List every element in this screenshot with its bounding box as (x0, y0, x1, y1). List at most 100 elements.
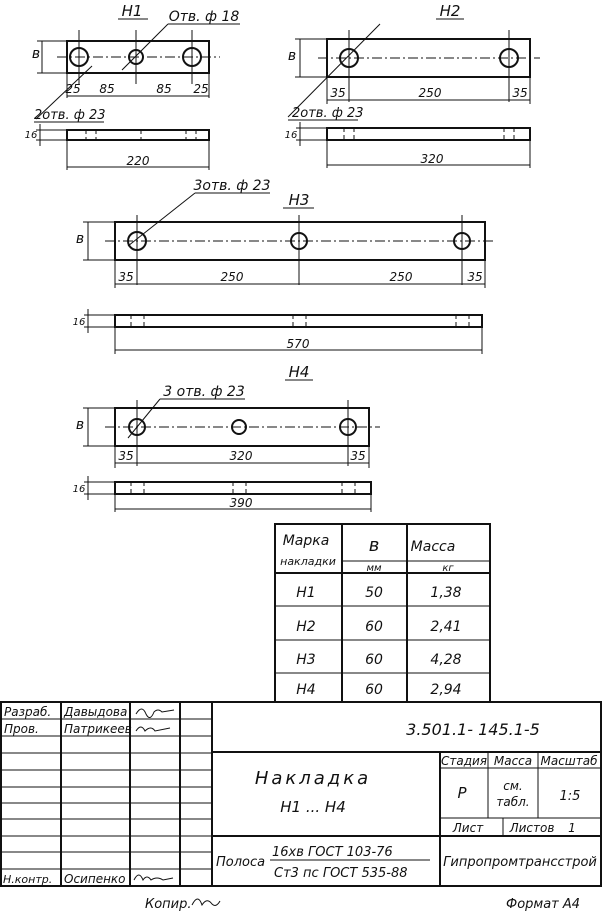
n3-length: 570 (287, 337, 310, 351)
format-label: Формат А4 (506, 897, 580, 912)
n2-length: 320 (421, 152, 444, 166)
n3-dim: 250 (390, 270, 413, 284)
n3-hole (290, 232, 308, 250)
role-norm-control: Н.контр. (3, 873, 52, 886)
n4-dim-b: в (76, 417, 84, 433)
role-developer: Разраб. (4, 705, 51, 719)
n4-dim: 35 (350, 449, 365, 463)
n1-dim: 25 (65, 82, 80, 96)
name-checker: Патрикеев (64, 722, 132, 736)
n4-title: Н4 (289, 363, 310, 381)
n1-dim-b: в (32, 46, 40, 62)
table-unit-mm: мм (366, 563, 382, 574)
table-cell-mass: 2,94 (430, 682, 461, 698)
n1-hole (69, 47, 89, 67)
name-developer: Давыдова (63, 705, 127, 719)
n4-dim: 35 (118, 449, 133, 463)
sheets-value: 1 (568, 821, 576, 835)
scale-value: 1:5 (560, 789, 581, 804)
n2-dim-t: 16 (285, 130, 298, 141)
n2-holes-note: 2отв. ф 23 (292, 106, 364, 121)
spec-table: Марка накладки в Масса мм кг Н1 50 1,38 … (274, 523, 491, 703)
part-n1: Н1 Отв. ф 18 в 25 85 85 25 2отв. ф 23 (25, 2, 240, 170)
table-cell-mark: Н4 (296, 682, 315, 698)
table-cell-b: 60 (365, 619, 383, 635)
table-cell-mass: 1,38 (430, 585, 461, 601)
n2-dim: 250 (419, 86, 442, 100)
n1-holes-note: Отв. ф 18 (169, 9, 240, 25)
n1-title: Н1 (122, 2, 143, 20)
role-checker: Пров. (4, 722, 39, 736)
n1-dim: 25 (193, 82, 208, 96)
n3-hole (127, 231, 147, 251)
organization-name: Гипропромтрансстрой (443, 855, 597, 870)
part-n4: Н4 3 отв. ф 23 в 35 320 35 16 (73, 363, 380, 512)
stage-label: Стадия (441, 754, 487, 768)
title-block: Разраб. Пров. Н.контр. Давыдова Патрикее… (0, 701, 602, 887)
n3-dim-b: в (76, 231, 84, 247)
n3-dim-t: 16 (73, 317, 86, 328)
signature (135, 726, 171, 732)
mass-label: Масса (494, 754, 532, 768)
n4-length: 390 (230, 496, 253, 510)
table-cell-b: 60 (365, 652, 383, 668)
scale-label: Масштаб (540, 754, 598, 768)
n4-hole (339, 418, 357, 436)
n3-holes-note: 3отв. ф 23 (193, 178, 270, 194)
n1-hole (128, 49, 144, 65)
drawing-name-line2: Н1 ... Н4 (280, 798, 346, 816)
material-line2: Ст3 пс ГОСТ 535-88 (274, 866, 408, 881)
n4-dim-t: 16 (73, 484, 86, 495)
n3-side-view (114, 314, 483, 328)
n3-dim: 35 (118, 270, 133, 284)
n1-side-view (66, 129, 210, 141)
table-cell-mass: 2,41 (430, 619, 461, 635)
table-cell-b: 60 (365, 682, 383, 698)
table-header-mass: Масса (411, 539, 456, 555)
n3-dim: 250 (221, 270, 244, 284)
mass-value-line1: см. (503, 779, 522, 793)
footer: Копир. Формат А4 (145, 897, 580, 912)
stage-value: Р (457, 784, 467, 802)
table-cell-mark: Н1 (296, 585, 315, 601)
n1-dim: 85 (99, 82, 114, 96)
table-header-b: в (369, 535, 380, 556)
table-header-marka: Марка (283, 533, 330, 549)
n4-side-view (114, 481, 372, 495)
n2-dim: 35 (330, 86, 345, 100)
n2-hole (499, 48, 519, 68)
name-norm-control: Осипенко (64, 872, 126, 886)
mass-value-line2: табл. (496, 795, 529, 809)
part-n3: 3отв. ф 23 Н3 в 35 250 250 35 16 (73, 178, 495, 354)
n2-hole (339, 48, 359, 68)
n1-length: 220 (127, 154, 150, 168)
sheet-label: Лист (452, 821, 484, 835)
n2-dim-b: в (288, 48, 296, 64)
drawing-name-line1: Накладка (255, 768, 371, 789)
n1-dim: 85 (156, 82, 171, 96)
n3-title: Н3 (289, 191, 310, 209)
n1-holes-note2: 2отв. ф 23 (34, 108, 106, 123)
n1-hole (182, 47, 202, 67)
table-cell-mark: Н2 (296, 619, 316, 635)
part-n2: Н2 в 35 250 35 2отв. ф 23 16 320 (285, 2, 540, 168)
signature (135, 708, 175, 718)
n2-side-view (326, 127, 531, 141)
material-prefix: Полоса (216, 855, 265, 870)
n3-hole (453, 232, 471, 250)
n1-dim-t: 16 (25, 130, 38, 141)
n2-dim: 35 (512, 86, 527, 100)
table-cell-b: 50 (365, 585, 383, 601)
signature (191, 898, 221, 907)
n4-hole (231, 419, 247, 435)
material-line1: 16хв ГОСТ 103-76 (272, 845, 393, 860)
n4-dim: 320 (230, 449, 253, 463)
signature (133, 874, 174, 882)
n3-dim: 35 (467, 270, 482, 284)
table-cell-mark: Н3 (296, 652, 315, 668)
table-header-nakladki: накладки (280, 555, 336, 568)
n4-holes-note: 3 отв. ф 23 (163, 384, 244, 400)
n4-hole (128, 418, 146, 436)
n2-title: Н2 (440, 2, 461, 20)
